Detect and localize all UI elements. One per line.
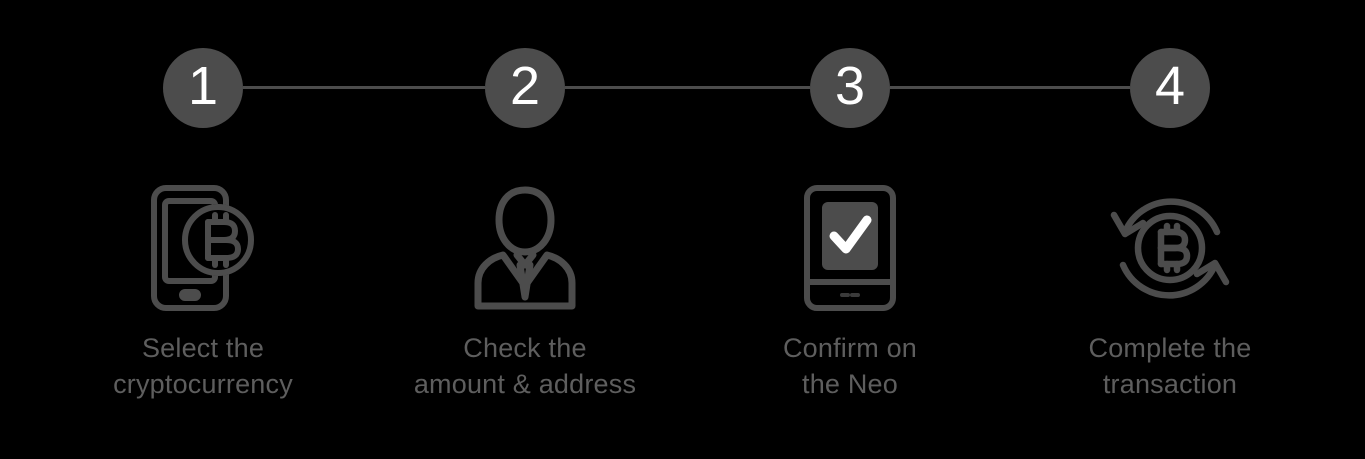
step-caption-2: Check the amount & address: [413, 333, 637, 399]
phone-bitcoin-icon: [138, 180, 268, 315]
connector-line-1-2: [243, 86, 485, 89]
step-column-3: Confirm on the Neo: [700, 180, 1000, 403]
connector-line-2-3: [565, 86, 810, 89]
step-column-1: Select the cryptocurrency: [53, 180, 353, 403]
bitcoin-exchange-arrows-icon: [1105, 180, 1235, 315]
step-number-row: 1 2 3 4: [0, 0, 1365, 180]
step-column-4: Complete the transaction: [1020, 180, 1320, 403]
connector-line-3-4: [890, 86, 1130, 89]
step-circle-3[interactable]: 3: [810, 48, 890, 128]
hardware-wallet-check-icon: [785, 180, 915, 315]
step-circle-2[interactable]: 2: [485, 48, 565, 128]
step-column-2: Check the amount & address: [375, 180, 675, 403]
step-circle-4[interactable]: 4: [1130, 48, 1210, 128]
step-caption-1: Select the cryptocurrency: [113, 333, 293, 399]
step-number-4: 4: [1154, 56, 1186, 116]
step-caption-4: Complete the transaction: [1088, 333, 1252, 399]
step-number-3: 3: [834, 56, 866, 116]
step-circle-1[interactable]: 1: [163, 48, 243, 128]
step-number-1: 1: [187, 56, 219, 116]
step-number-2: 2: [509, 56, 541, 116]
person-suit-icon: [460, 180, 590, 315]
step-caption-3: Confirm on the Neo: [782, 333, 918, 399]
